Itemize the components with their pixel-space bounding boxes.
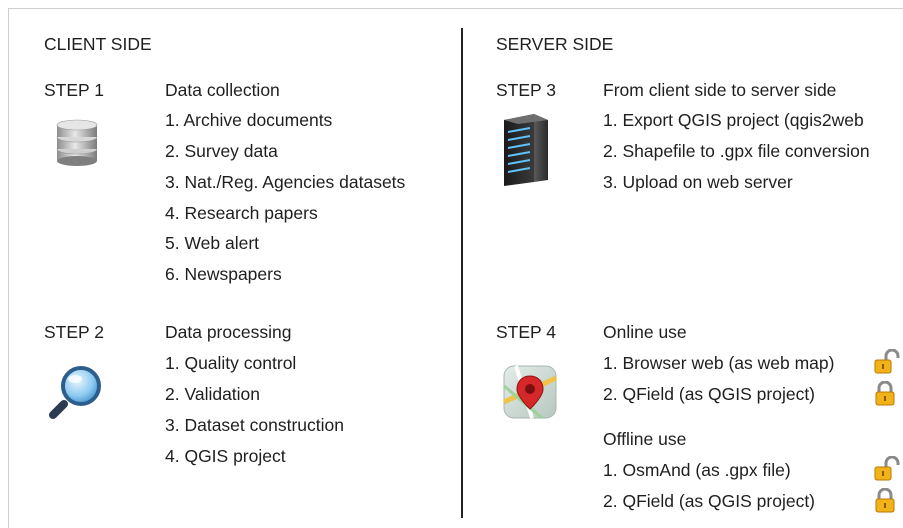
step2-item: 1. Quality control — [165, 353, 297, 373]
step1-item: 4. Research papers — [165, 203, 318, 223]
step1-item: 2. Survey data — [165, 141, 278, 161]
step2-item: 4. QGIS project — [165, 446, 286, 466]
offline-item: 1. OsmAnd (as .gpx file) — [603, 460, 791, 480]
map-pin-icon — [502, 365, 558, 420]
server-side-header: SERVER SIDE — [496, 34, 614, 54]
online-use-title: Online use — [603, 322, 687, 342]
locked-lock-icon — [875, 488, 895, 513]
step1-item: 1. Archive documents — [165, 110, 333, 130]
step1-item: 5. Web alert — [165, 233, 260, 253]
step3-item: 1. Export QGIS project (qgis2web — [603, 110, 864, 130]
offline-item: 2. QField (as QGIS project) — [603, 491, 816, 511]
diagram-frame — [8, 8, 903, 528]
unlocked-lock-icon — [874, 456, 900, 481]
offline-use-title: Offline use — [603, 429, 687, 449]
column-divider — [461, 28, 463, 518]
online-item: 1. Browser web (as web map) — [603, 353, 835, 373]
step3-label: STEP 3 — [496, 80, 556, 100]
database-icon — [56, 119, 98, 166]
step2-item: 2. Validation — [165, 384, 261, 404]
step1-item: 6. Newspapers — [165, 264, 282, 284]
step2-label: STEP 2 — [44, 322, 104, 342]
step1-title: Data collection — [165, 80, 280, 100]
step4-label: STEP 4 — [496, 322, 556, 342]
step2-title: Data processing — [165, 322, 292, 342]
client-side-header: CLIENT SIDE — [44, 34, 152, 54]
magnifier-icon — [49, 366, 101, 419]
step1-item: 3. Nat./Reg. Agencies datasets — [165, 172, 406, 192]
step3-item: 2. Shapefile to .gpx file conversion — [603, 141, 870, 161]
step2-item: 3. Dataset construction — [165, 415, 344, 435]
locked-lock-icon — [875, 381, 895, 406]
server-icon — [504, 114, 548, 186]
step3-item: 3. Upload on web server — [603, 172, 793, 192]
step1-label: STEP 1 — [44, 80, 104, 100]
unlocked-lock-icon — [874, 349, 900, 374]
step3-title: From client side to server side — [603, 80, 837, 100]
online-item: 2. QField (as QGIS project) — [603, 384, 816, 404]
